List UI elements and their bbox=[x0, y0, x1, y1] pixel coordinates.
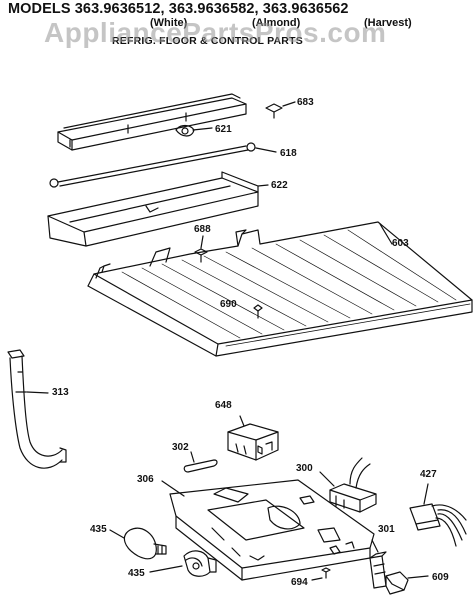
callout-435-socket: 435 bbox=[128, 568, 145, 579]
part-622-channel bbox=[47, 171, 269, 247]
part-694-screw bbox=[311, 567, 331, 581]
part-688-screw bbox=[194, 235, 208, 263]
callout-694: 694 bbox=[291, 577, 308, 588]
part-301-post bbox=[369, 539, 387, 589]
callout-609: 609 bbox=[432, 572, 449, 583]
part-618-rod bbox=[49, 142, 277, 188]
part-300-switch bbox=[319, 457, 377, 513]
callout-618: 618 bbox=[280, 148, 297, 159]
part-683-screw bbox=[265, 101, 296, 119]
diagram-subtitle: REFRIG. FLOOR & CONTROL PARTS bbox=[112, 35, 303, 47]
callout-683: 683 bbox=[297, 97, 314, 108]
part-609-clip bbox=[385, 571, 429, 595]
callout-648: 648 bbox=[215, 400, 232, 411]
callout-621: 621 bbox=[215, 124, 232, 135]
callout-313: 313 bbox=[52, 387, 69, 398]
part-603-floor-pan bbox=[87, 221, 473, 357]
part-621-bracket-rail bbox=[57, 93, 247, 151]
callout-300: 300 bbox=[296, 463, 313, 474]
callout-435-bulb: 435 bbox=[90, 524, 107, 535]
callout-622: 622 bbox=[271, 180, 288, 191]
callout-306: 306 bbox=[137, 474, 154, 485]
callout-302: 302 bbox=[172, 442, 189, 453]
part-302-pin bbox=[183, 451, 218, 473]
part-648-control bbox=[227, 415, 279, 461]
callout-690: 690 bbox=[220, 299, 237, 310]
color-harvest-label: (Harvest) bbox=[364, 17, 412, 29]
part-435-bulb bbox=[109, 527, 167, 560]
color-almond-label: (Almond) bbox=[252, 17, 301, 29]
part-313-drain-tube bbox=[7, 349, 67, 469]
callout-603: 603 bbox=[392, 238, 409, 249]
callout-427: 427 bbox=[420, 469, 437, 480]
part-427-terminal bbox=[409, 483, 467, 547]
models-title: MODELS 363.9636512, 363.9636582, 363.963… bbox=[8, 1, 349, 17]
callout-301: 301 bbox=[378, 524, 395, 535]
callout-labels: 683 621 618 622 688 603 690 313 648 302 … bbox=[52, 97, 449, 588]
part-435-socket bbox=[149, 550, 217, 577]
color-white-label: (White) bbox=[150, 17, 188, 29]
callout-688: 688 bbox=[194, 224, 211, 235]
